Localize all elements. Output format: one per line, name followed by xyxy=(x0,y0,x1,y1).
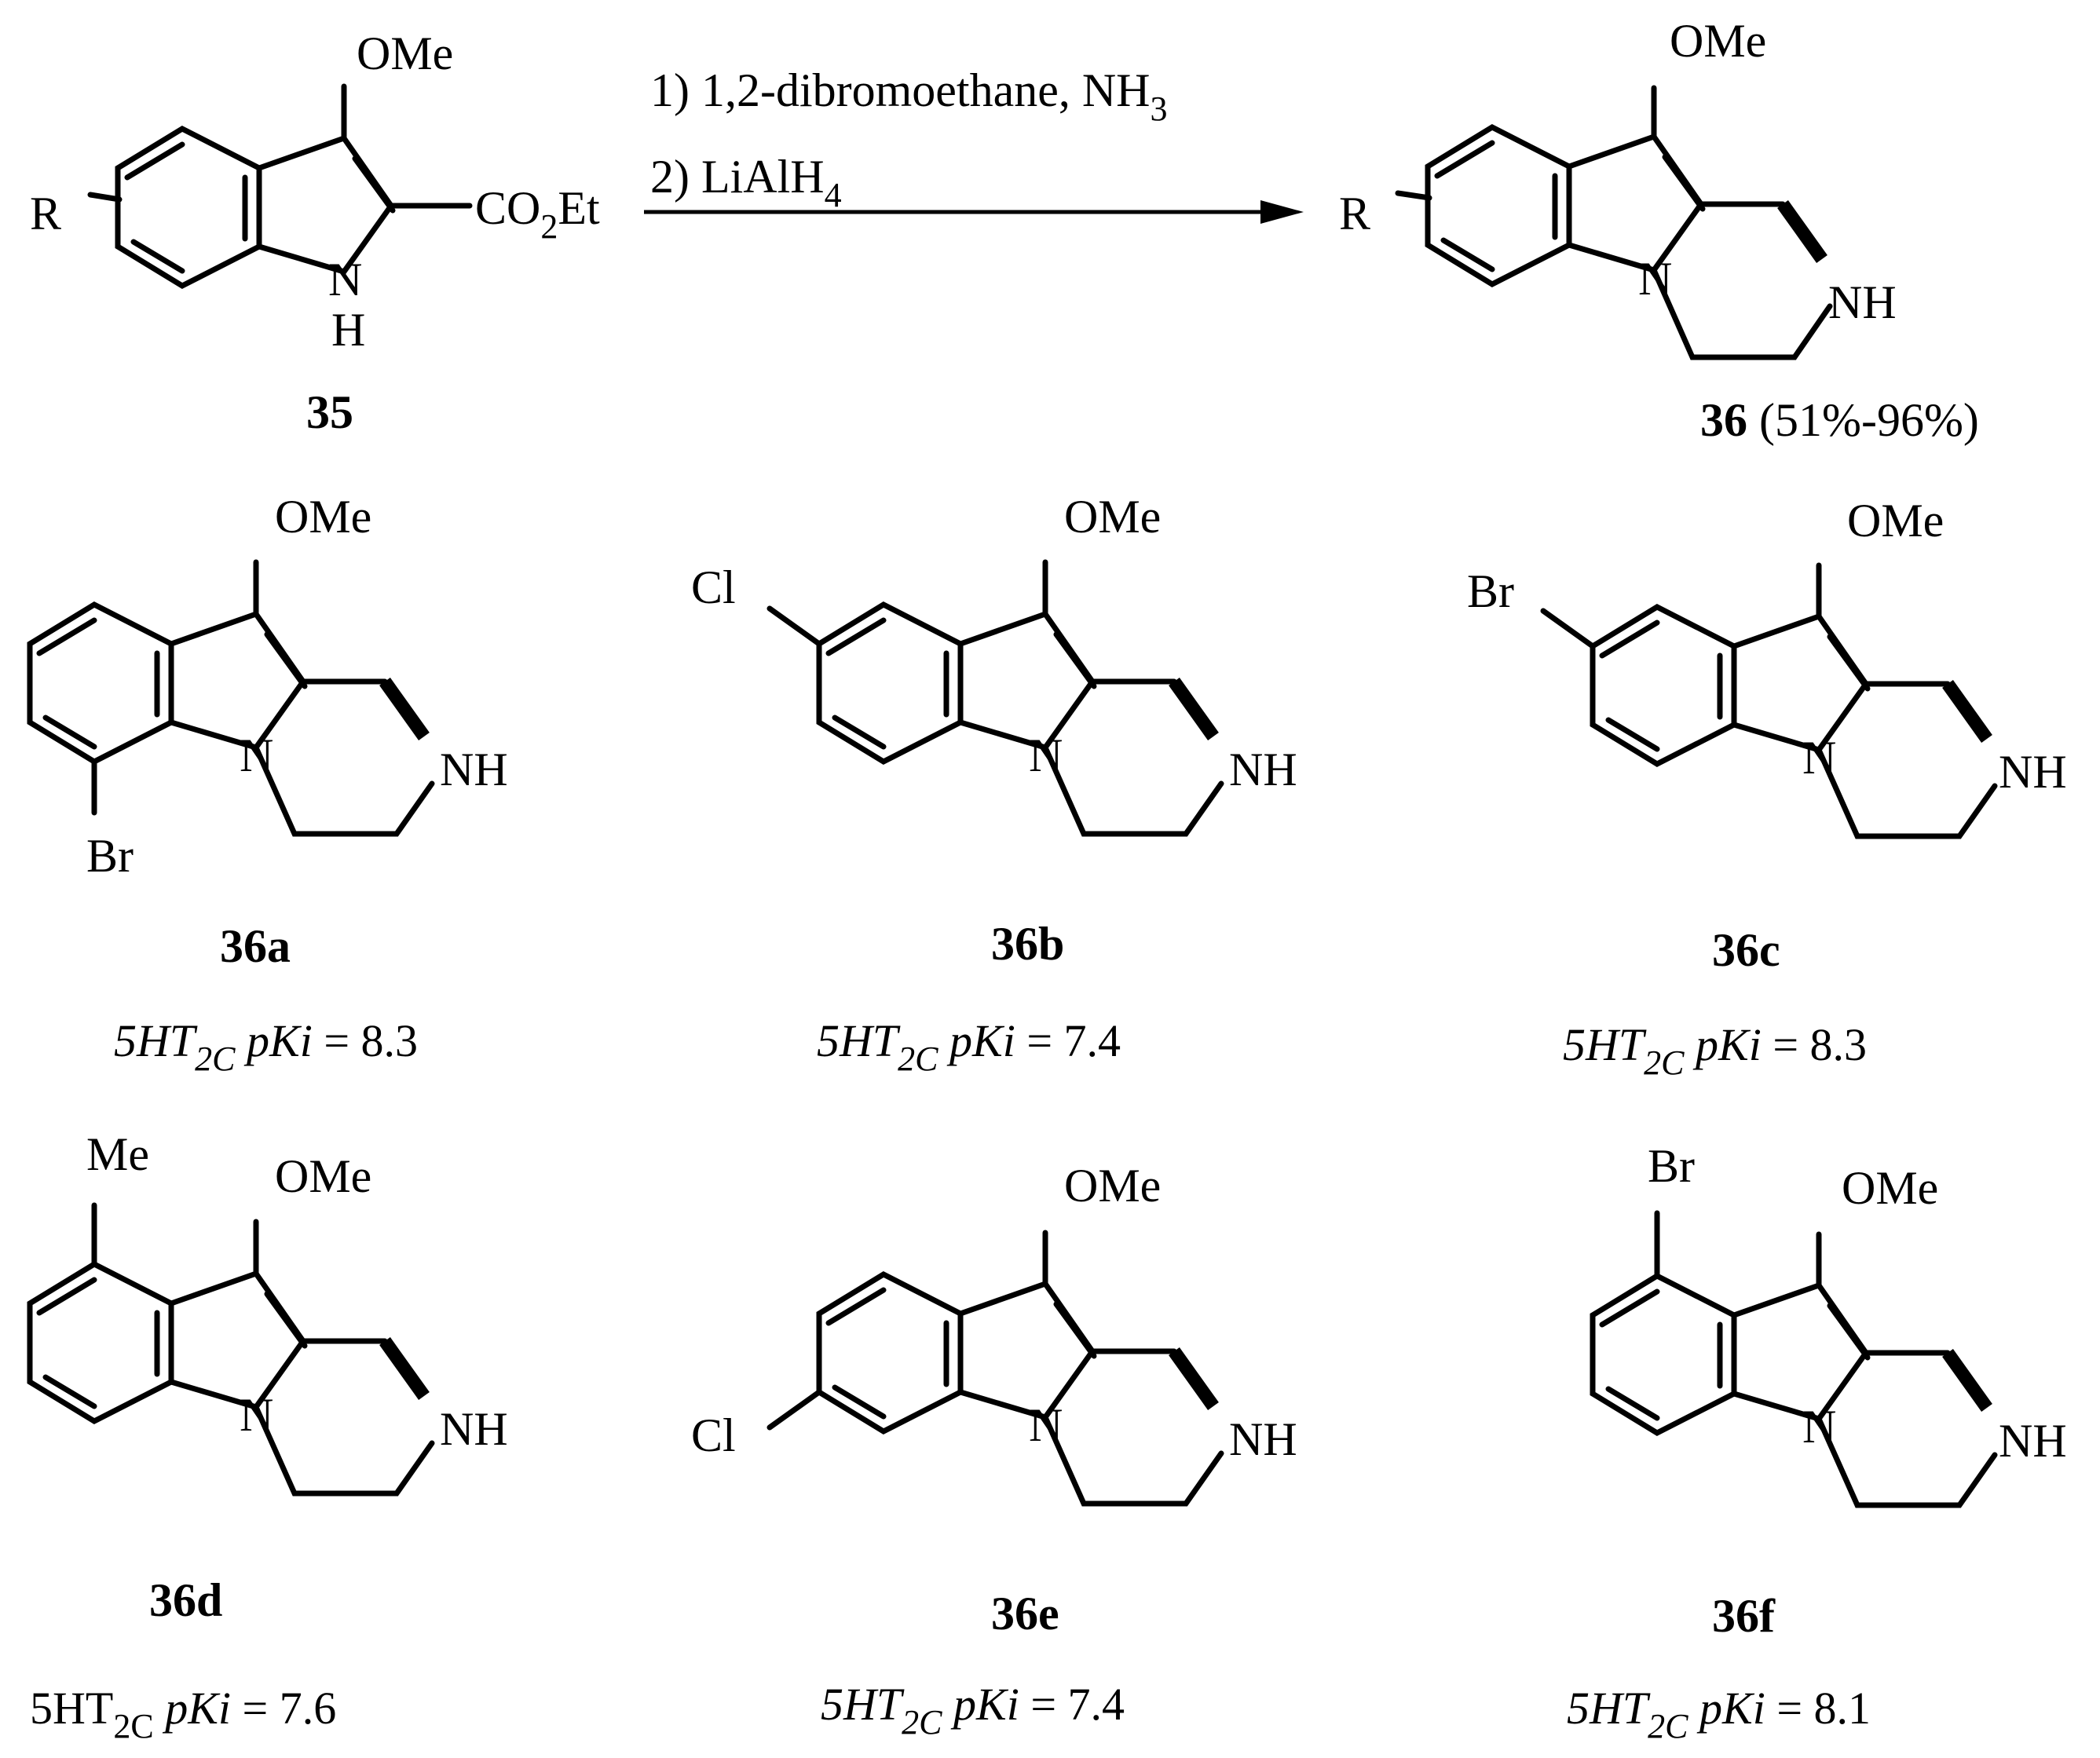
compound-36b-structure: OMe N NH Cl xyxy=(691,491,1297,837)
compound-36d-ome: OMe xyxy=(275,1150,371,1202)
compound-36d-nh: NH xyxy=(440,1403,508,1455)
compound-36f-activity: 5HT2C pKi = 8.1 xyxy=(1567,1683,1871,1745)
reactant-ome-label: OMe xyxy=(357,27,453,79)
compound-36f-ome: OMe xyxy=(1842,1162,1938,1214)
compound-36e-id: 36e xyxy=(991,1588,1059,1639)
compound-36f-id: 36f xyxy=(1712,1590,1776,1642)
compound-36c-structure: OMe N NH Br xyxy=(1467,495,2067,839)
compound-36e-n: N xyxy=(1029,1399,1063,1451)
compound-36e-substituent: Cl xyxy=(691,1409,736,1461)
compound-36b-activity: 5HT2C pKi = 7.4 xyxy=(817,1015,1121,1078)
compound-36a-structure: OMe N NH Br xyxy=(27,491,508,882)
product-n-label: N xyxy=(1638,253,1672,305)
compound-36c-n: N xyxy=(1802,732,1836,784)
compound-36d-activity: 5HT2C pKi = 7.6 xyxy=(30,1683,336,1745)
compound-36d-id: 36d xyxy=(149,1574,222,1626)
reactant-r-label: R xyxy=(30,188,61,239)
compound-36e-activity: 5HT2C pKi = 7.4 xyxy=(821,1679,1125,1742)
compound-36f-nh: NH xyxy=(1999,1415,2067,1467)
compound-36b-ome: OMe xyxy=(1064,491,1161,543)
compound-36f-n: N xyxy=(1802,1401,1836,1453)
compound-36a-activity: 5HT2C pKi = 8.3 xyxy=(114,1015,418,1078)
compound-36d-n: N xyxy=(240,1389,273,1441)
condition-step-1: 1) 1,2-dibromoethane, NH3 xyxy=(650,64,1168,128)
compound-36a-nh: NH xyxy=(440,744,508,795)
compound-36e-ome: OMe xyxy=(1064,1160,1161,1212)
compound-36b-id: 36b xyxy=(991,918,1064,970)
reactant-h-label: H xyxy=(331,304,365,356)
condition-step-2: 2) LiAlH4 xyxy=(650,151,842,214)
compound-36b-n: N xyxy=(1029,729,1063,781)
compound-36c-id: 36c xyxy=(1712,924,1780,976)
compound-36a-ome: OMe xyxy=(275,491,371,543)
compound-36e-nh: NH xyxy=(1229,1413,1297,1465)
compound-36c-nh: NH xyxy=(1999,746,2067,798)
reactant-35-structure: OMe R CO2Et N H 35 xyxy=(30,27,600,438)
compound-36b-nh: NH xyxy=(1229,744,1297,795)
compound-36c-substituent: Br xyxy=(1467,565,1514,617)
compound-36b-substituent: Cl xyxy=(691,561,736,613)
product-r-label: R xyxy=(1339,188,1370,239)
reactant-id-label: 35 xyxy=(306,386,353,438)
compound-36d-structure: OMe N NH Me xyxy=(27,1128,508,1497)
compound-36a-substituent: Br xyxy=(86,830,134,882)
compound-36a-id: 36a xyxy=(220,920,291,972)
compound-36a-n: N xyxy=(240,729,273,781)
reaction-arrow xyxy=(644,200,1304,224)
compound-36c-activity: 5HT2C pKi = 8.3 xyxy=(1563,1019,1867,1082)
compound-36e-structure: OMe N NH Cl xyxy=(691,1160,1297,1507)
product-nh-label: NH xyxy=(1828,276,1897,328)
reactant-ester-label: CO2Et xyxy=(475,182,600,246)
product-36-structure: OMe R N NH 36 (51%-96%) xyxy=(1339,15,1979,446)
reactant-n-label: N xyxy=(328,254,362,305)
product-id-label: 36 (51%-96%) xyxy=(1700,394,1979,446)
compound-36f-substituent: Br xyxy=(1648,1140,1695,1192)
compound-36c-ome: OMe xyxy=(1847,495,1944,546)
product-ome-label: OMe xyxy=(1670,15,1766,67)
compound-36f-structure: OMe N NH Br xyxy=(1590,1140,2067,1508)
compound-36d-substituent: Me xyxy=(86,1128,149,1180)
